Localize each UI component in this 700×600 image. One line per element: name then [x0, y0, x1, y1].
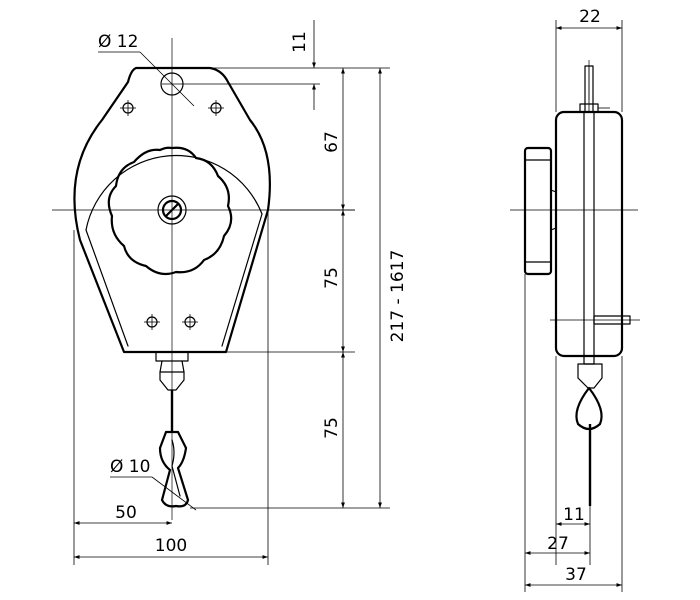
dim-side-top-width: 22	[579, 7, 601, 27]
dim-cable-offset: 11	[563, 505, 585, 525]
rivet-bottom-right	[182, 314, 198, 330]
dim-top-offset: 11	[290, 31, 310, 53]
side-dimensions: 22 11 27 37	[524, 7, 623, 592]
rivet-top-left	[120, 100, 136, 116]
housing-outline	[73, 66, 271, 354]
dim-middle-height: 75	[322, 267, 342, 289]
side-housing	[554, 110, 624, 358]
side-knob	[523, 146, 553, 276]
front-view	[52, 38, 355, 520]
snap-hook	[158, 430, 190, 508]
dim-hole-diameter: Ø 12	[98, 32, 138, 52]
side-thimble	[575, 386, 603, 431]
rivet-top-right	[208, 100, 224, 116]
dim-total-range: 217 - 1617	[388, 250, 408, 343]
knob-hub	[157, 195, 187, 225]
dim-total-depth: 37	[565, 565, 587, 585]
rivet-bottom-left	[144, 314, 160, 330]
dim-lower-height: 75	[322, 417, 342, 439]
front-dimensions: 11 67 75 75 217 - 1617 Ø 12 Ø 10 50 100	[73, 20, 408, 565]
cable-exit-plate	[155, 351, 189, 362]
dim-width: 100	[155, 536, 187, 556]
side-view	[510, 60, 640, 506]
drum-outline	[85, 154, 263, 231]
adjustment-knob	[107, 146, 233, 276]
side-cable-ferrule	[577, 363, 603, 389]
dim-half-width: 50	[115, 503, 137, 523]
dim-body-depth: 27	[547, 534, 569, 554]
cable-stop	[159, 360, 185, 373]
dim-upper-height: 67	[322, 131, 342, 153]
knob-screw	[161, 199, 183, 221]
knob-shaft	[550, 189, 557, 231]
dim-hook-diameter: Ø 10	[110, 457, 150, 477]
